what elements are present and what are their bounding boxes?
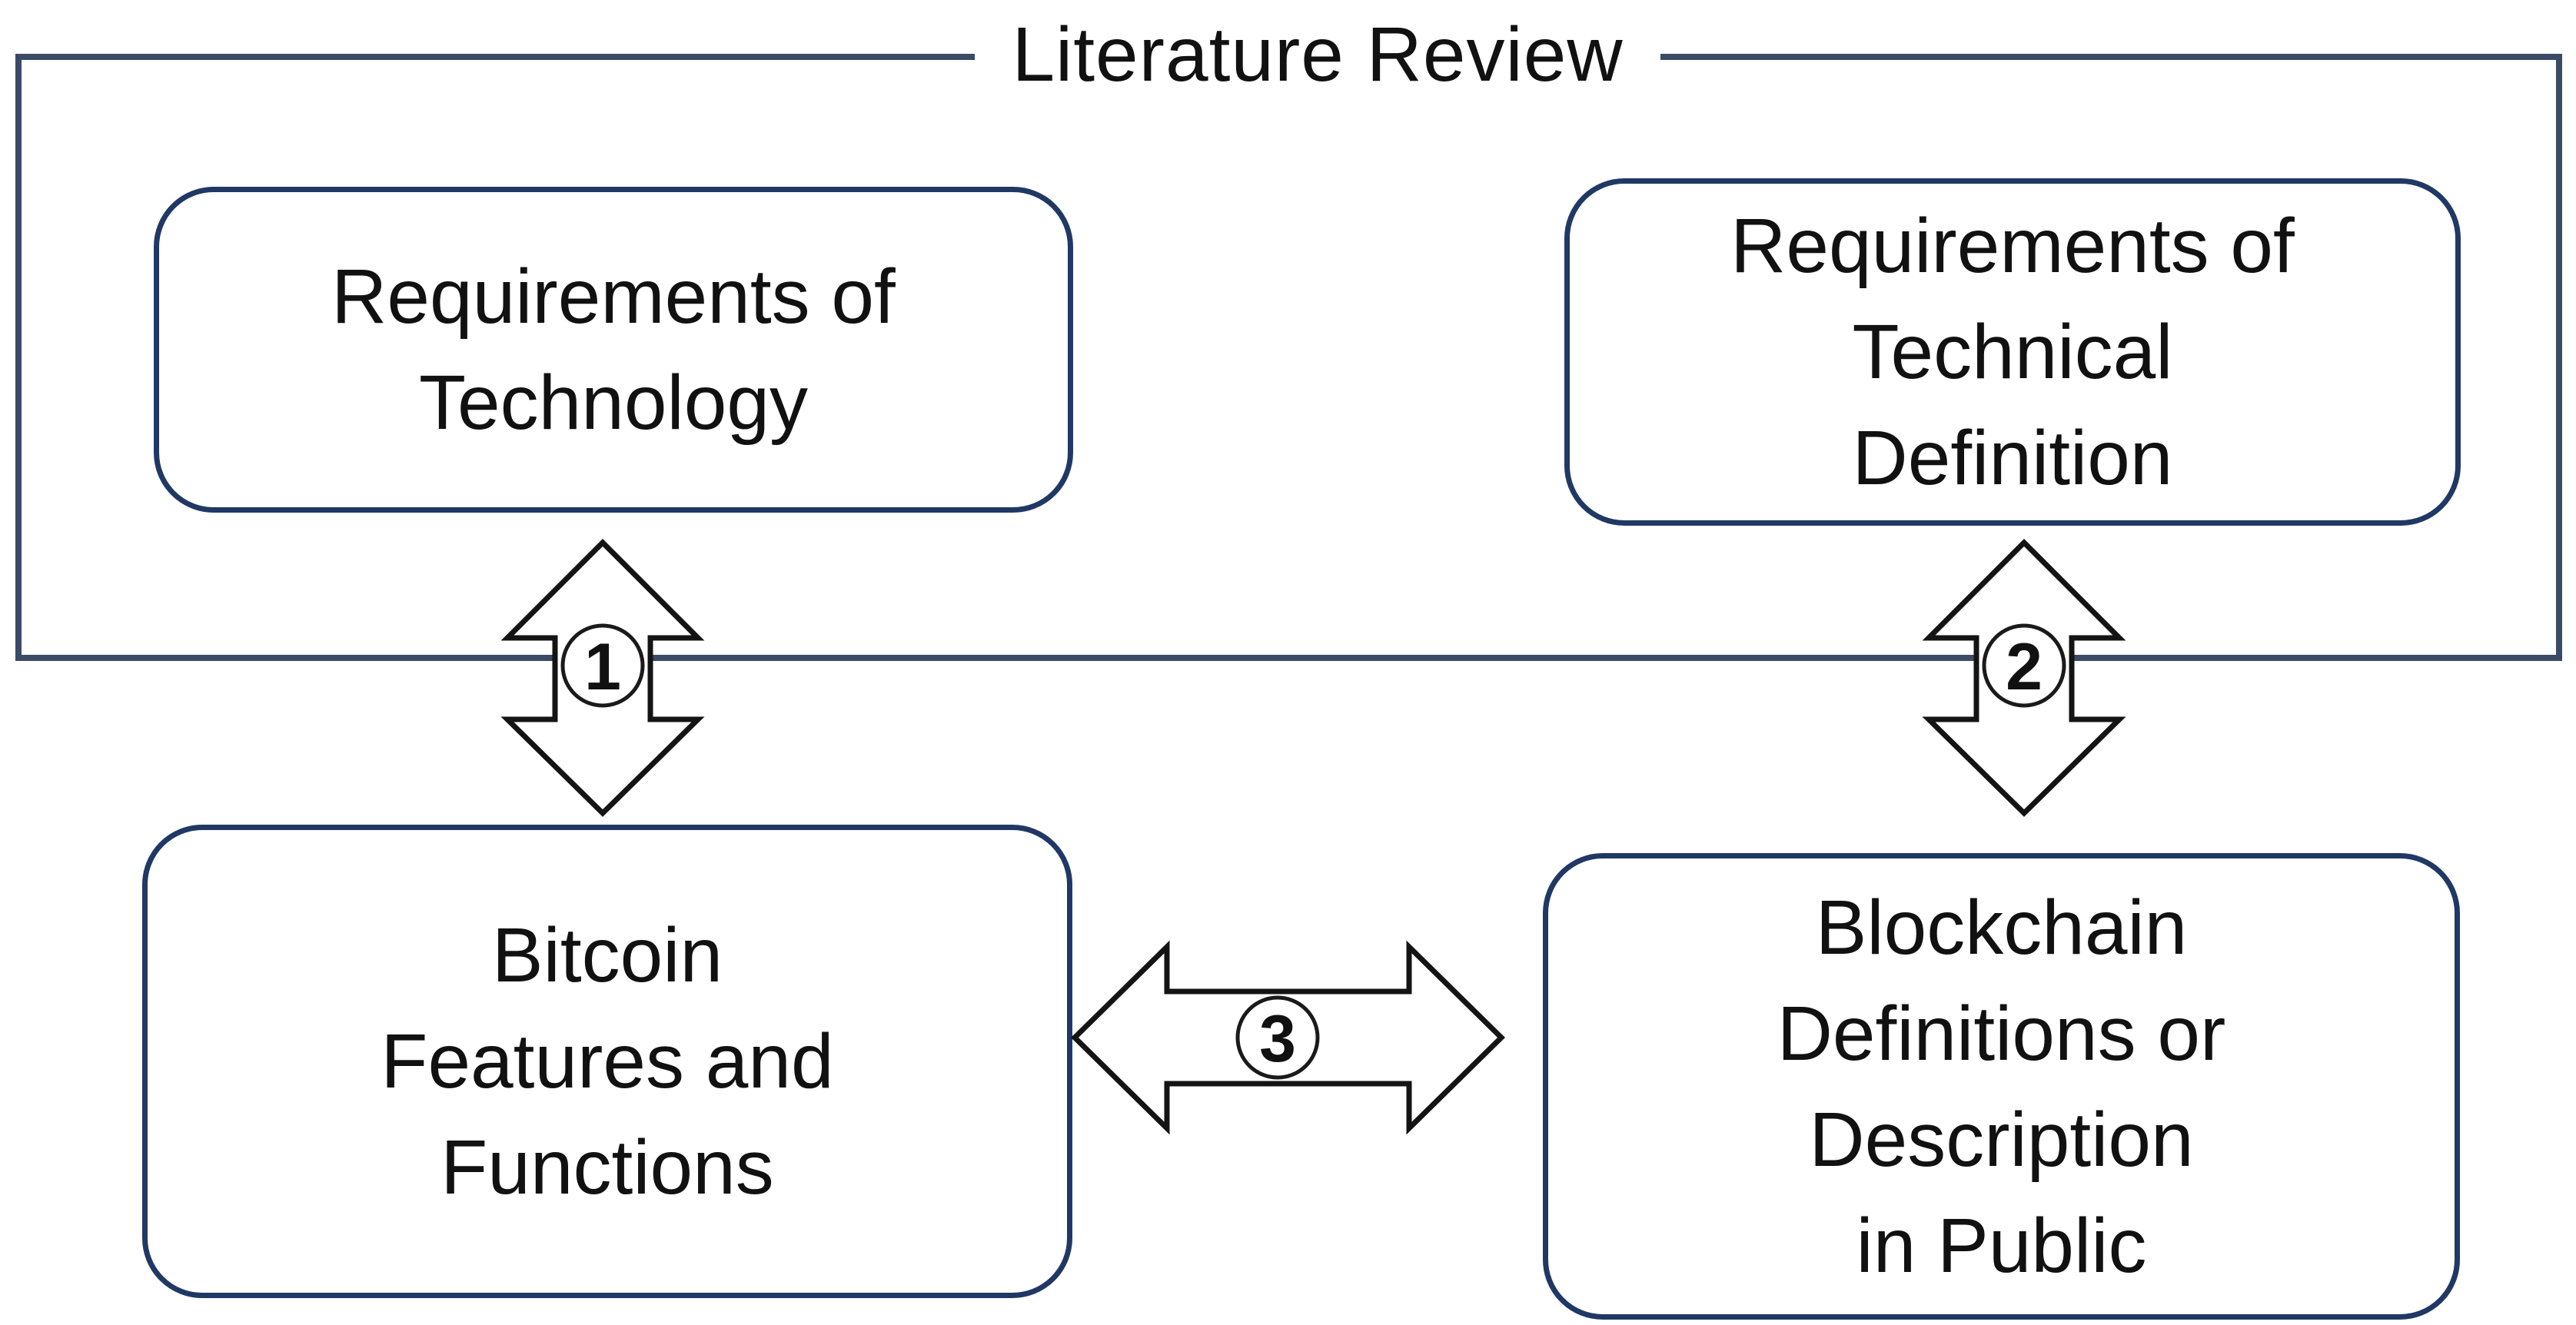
box-bitcoin-features-and-functions-label: Bitcoin Features and Functions (381, 912, 834, 1210)
box-requirements-of-technology: Requirements of Technology (154, 187, 1073, 513)
box-blockchain-definitions-label: Blockchain Definitions or Description in… (1777, 884, 2226, 1289)
box-bitcoin-features-and-functions: Bitcoin Features and Functions (142, 825, 1072, 1298)
diagram-title: Literature Review (975, 3, 1660, 106)
box-requirements-of-technical-definition: Requirements of Technical Definition (1564, 178, 2461, 526)
arrow-3-number: 3 (1259, 1002, 1296, 1076)
arrow-1-number: 1 (584, 630, 621, 704)
arrow-3-horizontal-double-arrow-icon: 3 (1071, 940, 1505, 1135)
arrow-2-number: 2 (2006, 630, 2043, 704)
arrow-1-number-badge (560, 623, 645, 708)
box-blockchain-definitions-or-description-in-public: Blockchain Definitions or Description in… (1543, 853, 2460, 1320)
box-requirements-of-technology-label: Requirements of Technology (331, 254, 896, 446)
arrow-1-vertical-double-arrow-icon: 1 (500, 539, 705, 817)
arrow-3-number-badge (1235, 995, 1320, 1080)
arrow-2-number-badge (1982, 623, 2066, 708)
box-requirements-of-technical-definition-label: Requirements of Technical Definition (1730, 203, 2295, 501)
arrow-2-vertical-double-arrow-icon: 2 (1922, 539, 2126, 817)
